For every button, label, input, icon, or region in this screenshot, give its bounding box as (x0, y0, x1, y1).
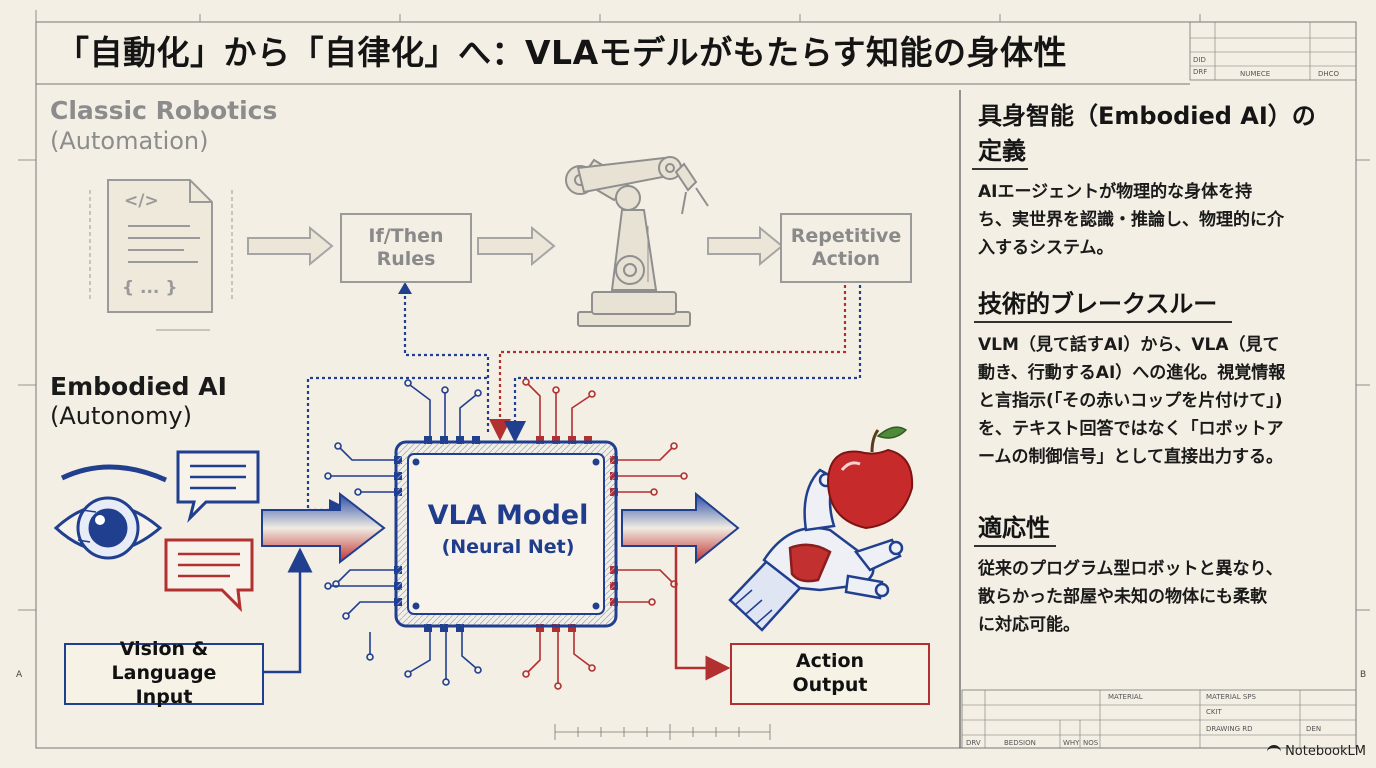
robot-hand-icon (728, 468, 904, 632)
breakthrough-underline (974, 321, 1232, 323)
adaptability-body: 従来のプログラム型ロボットと異なり、 散らかった部屋や未知の物体にも柔軟 に対応… (978, 555, 1348, 639)
adaptability-body-line-1: 従来のプログラム型ロボットと異なり、 (978, 559, 1283, 579)
drawing-frame (18, 10, 1370, 749)
tb-label-bedsion: BEDSION (1004, 739, 1036, 747)
notebooklm-logo-icon (1267, 745, 1282, 758)
breakthrough-heading: 技術的ブレークスルー (978, 290, 1218, 318)
code-tag: </> (124, 191, 159, 211)
action-box-line-1: Repetitive (790, 225, 902, 248)
output-box-line-2: Output (792, 674, 868, 696)
output-box-line-1: Action (795, 650, 865, 673)
code-brace: { ... } (122, 278, 178, 298)
adaptability-body-line-3: に対応可能。 (978, 615, 1080, 635)
input-arrow (261, 491, 386, 565)
rules-box-line-2: Rules (376, 248, 436, 270)
definition-heading-line-2: 定義 (978, 137, 1026, 165)
tb-label-material: MATERIAL (1108, 693, 1143, 701)
right-section-adaptability: 適応性 従来のプログラム型ロボットと異なり、 散らかった部屋や未知の物体にも柔軟… (974, 508, 1348, 639)
adaptability-heading: 適応性 (978, 514, 1050, 542)
eye-icon (53, 464, 168, 560)
if-then-rules-box: If/Then Rules (340, 213, 472, 283)
tb-label-ckit: CKIT (1206, 708, 1222, 716)
breakthrough-body-line-5: ームの制御信号」として直接出力する。 (978, 447, 1283, 467)
definition-body: AIエージェントが物理的な身体を持 ち、実世界を認識・推論し、物理的に介 入する… (978, 178, 1348, 262)
definition-body-line-2: ち、実世界を認識・推論し、物理的に介 (978, 210, 1284, 230)
feedback-arrowhead (398, 282, 412, 294)
robot-arm-icon (565, 156, 709, 327)
input-box-line-1: Vision & Language (111, 638, 217, 685)
code-document-icon (89, 179, 233, 331)
breakthrough-body: VLM（見て話すAI）から、VLA（見て 動き、行動するAI）への進化。視覚情報… (978, 331, 1348, 471)
tb-label-did: DID (1193, 56, 1206, 64)
definition-heading: 具身智能（Embodied AI）の 定義 (978, 96, 1348, 166)
margin-mark-right: B (1360, 670, 1367, 680)
definition-body-line-1: AIエージェントが物理的な身体を持 (978, 182, 1253, 202)
page-title: 「自動化」から「自律化」へ：VLAモデルがもたらす知能の身体性 (56, 33, 1067, 72)
definition-underline (972, 168, 1028, 170)
definition-body-line-3: 入するシステム。 (978, 238, 1114, 258)
embodied-subheading: (Autonomy) (50, 402, 192, 430)
classic-subheading: (Automation) (50, 127, 209, 155)
tb-label-drawing: DRAWING RD (1206, 725, 1253, 733)
vision-language-input-box: Vision & Language Input (64, 638, 264, 708)
breakthrough-body-line-4: を、テキスト回答ではなく「ロボットア (978, 419, 1284, 439)
speech-bubble-icon (164, 450, 260, 613)
action-box-line-2: Action (811, 248, 881, 270)
breakthrough-body-line-3: と言指示(「その赤いコップを片付けて」) (978, 391, 1283, 411)
right-section-breakthrough: 技術的ブレークスルー VLM（見て話すAI）から、VLA（見て 動き、行動するA… (974, 284, 1348, 471)
notebooklm-watermark: NotebookLM (1267, 744, 1366, 759)
classic-flow-arrows (247, 225, 784, 267)
definition-heading-line-1: 具身智能（Embodied AI）の (978, 102, 1316, 130)
vla-chip (394, 440, 618, 628)
adaptability-underline (974, 545, 1056, 547)
input-box-line-2: Input (135, 685, 193, 708)
repetitive-action-box: Repetitive Action (780, 213, 912, 283)
tb-label-numece: NUMECE (1240, 70, 1271, 78)
rules-box-line-1: If/Then (368, 225, 444, 248)
tb-label-material-sps: MATERIAL SPS (1206, 693, 1256, 701)
tb-label-nos: NOS (1083, 739, 1099, 747)
apple-icon (826, 426, 914, 530)
action-output-box: Action Output (730, 643, 930, 705)
io-connectors (262, 546, 731, 681)
breakthrough-body-line-1: VLM（見て話すAI）から、VLA（見て (978, 335, 1280, 355)
classic-heading: Classic Robotics (50, 96, 278, 125)
margin-mark-left: A (16, 670, 23, 680)
right-section-definition: 具身智能（Embodied AI）の 定義 AIエージェントが物理的な身体を持 … (972, 96, 1348, 262)
adaptability-body-line-2: 散らかった部屋や未知の物体にも柔軟 (978, 587, 1267, 607)
tb-label-drv: DRV (966, 739, 981, 747)
chip-subtitle: (Neural Net) (441, 536, 575, 558)
embodied-heading: Embodied AI (50, 372, 227, 401)
output-arrow (621, 491, 740, 565)
tb-label-why: WHY (1063, 739, 1080, 747)
chip-title: VLA Model (427, 500, 589, 531)
tb-label-dhco: DHCO (1318, 70, 1340, 78)
breakthrough-body-line-2: 動き、行動するAI）への進化。視覚情報 (978, 363, 1286, 383)
tb-label-drf: DRF (1193, 68, 1208, 76)
tb-label-den: DEN (1306, 725, 1322, 733)
footer-label: NotebookLM (1285, 744, 1366, 759)
